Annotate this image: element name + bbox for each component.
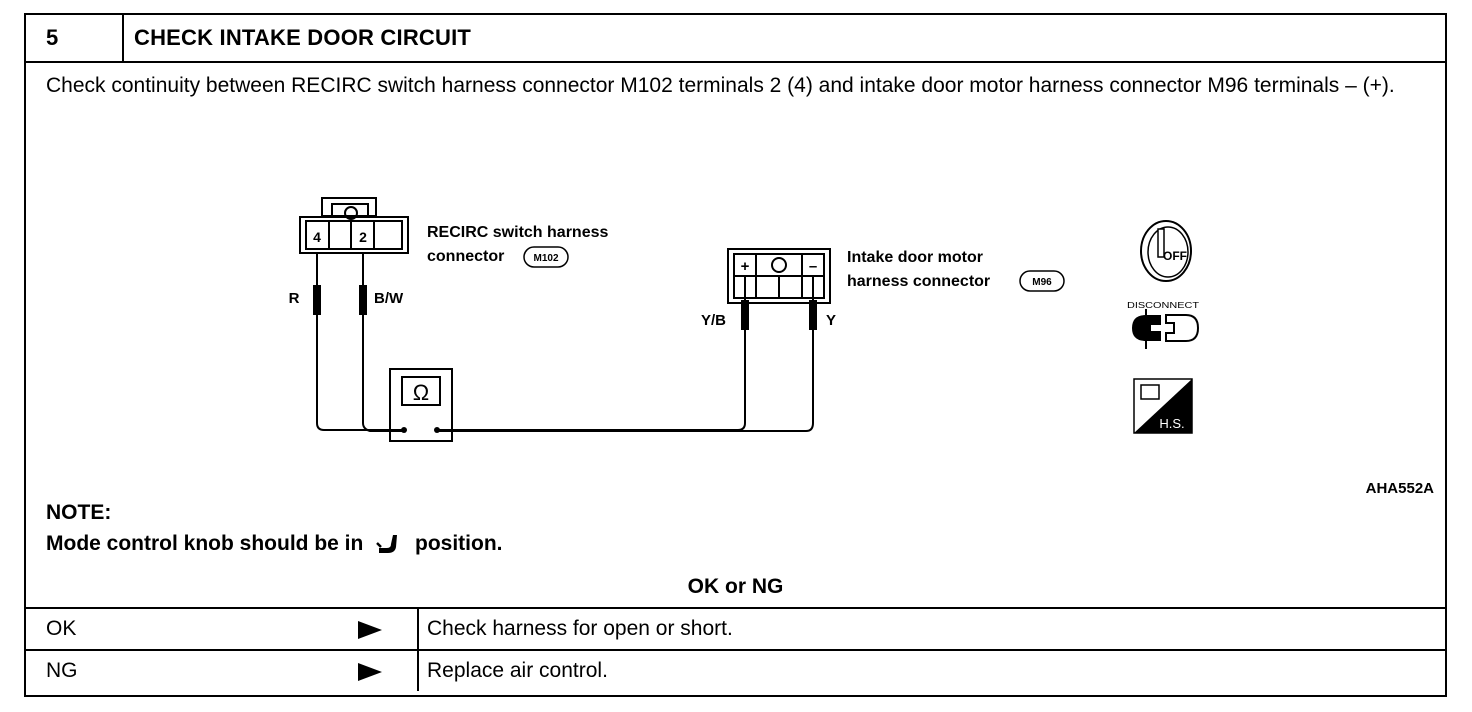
disconnect-icon bbox=[1132, 309, 1200, 349]
procedure-box: 5 CHECK INTAKE DOOR CIRCUIT Check contin… bbox=[24, 13, 1447, 697]
probe-bw bbox=[359, 253, 367, 315]
motor-term-minus: – bbox=[809, 258, 817, 275]
recirc-label-line2: connector bbox=[427, 248, 504, 265]
step-title: CHECK INTAKE DOOR CIRCUIT bbox=[134, 25, 472, 50]
arrow-right-icon bbox=[358, 621, 382, 639]
recirc-badge: M102 bbox=[533, 253, 558, 264]
wire-label-y: Y bbox=[826, 312, 836, 329]
note-text-after: position. bbox=[415, 532, 503, 555]
probe-yb bbox=[741, 276, 749, 330]
result-label: OK bbox=[46, 617, 77, 640]
step-header: 5 CHECK INTAKE DOOR CIRCUIT bbox=[26, 15, 1445, 63]
recirc-term-4: 4 bbox=[313, 229, 321, 245]
motor-badge-outline bbox=[1019, 270, 1065, 292]
hs-text: H.S. bbox=[1159, 416, 1184, 431]
motor-term-plus: + bbox=[741, 258, 750, 275]
probe-r bbox=[313, 253, 321, 315]
motor-label-line1: Intake door motor bbox=[847, 249, 983, 266]
step-number: 5 bbox=[26, 15, 124, 61]
disconnect-text: DISCONNECT bbox=[1127, 301, 1199, 310]
note-heading: NOTE: bbox=[46, 501, 112, 524]
result-header: OK or NG bbox=[687, 575, 784, 598]
note-text-before: Mode control knob should be in bbox=[46, 532, 364, 555]
note-text: Mode control knob should be in position. bbox=[46, 532, 503, 556]
ignition-off-text: OFF bbox=[1163, 249, 1187, 263]
result-action: Check harness for open or short. bbox=[427, 617, 733, 640]
wire-label-r: R bbox=[289, 290, 300, 307]
wire-label-yb: Y/B bbox=[701, 312, 726, 329]
motor-connector bbox=[727, 248, 831, 304]
recirc-badge-outline bbox=[523, 246, 569, 268]
wiring-diagram: 4 2 R B/W RECIRC switch harness connecto… bbox=[289, 197, 1435, 497]
step-description: Check continuity between RECIRC switch h… bbox=[46, 74, 1395, 97]
probe-y bbox=[809, 276, 817, 330]
harness-sensor-icon bbox=[1133, 378, 1193, 434]
motor-label-line2: harness connector bbox=[847, 273, 990, 290]
wire-label-bw: B/W bbox=[374, 290, 404, 307]
recirc-label-line1: RECIRC switch harness bbox=[427, 224, 608, 241]
ohm-symbol: Ω bbox=[413, 380, 429, 405]
foot-mode-icon bbox=[376, 535, 398, 554]
result-label: NG bbox=[46, 659, 78, 682]
recirc-term-2: 2 bbox=[359, 229, 367, 245]
motor-badge: M96 bbox=[1032, 277, 1052, 288]
ignition-off-icon bbox=[1140, 220, 1192, 282]
column-divider bbox=[417, 651, 419, 691]
column-divider bbox=[417, 609, 419, 649]
figure-code: AHA552A bbox=[1366, 480, 1435, 497]
test-wires bbox=[316, 315, 814, 432]
arrow-right-icon bbox=[358, 663, 382, 681]
result-row-ok: OK Check harness for open or short. bbox=[26, 607, 1445, 649]
result-row-ng: NG Replace air control. bbox=[26, 649, 1445, 691]
result-action: Replace air control. bbox=[427, 659, 608, 682]
recirc-connector bbox=[299, 197, 409, 254]
